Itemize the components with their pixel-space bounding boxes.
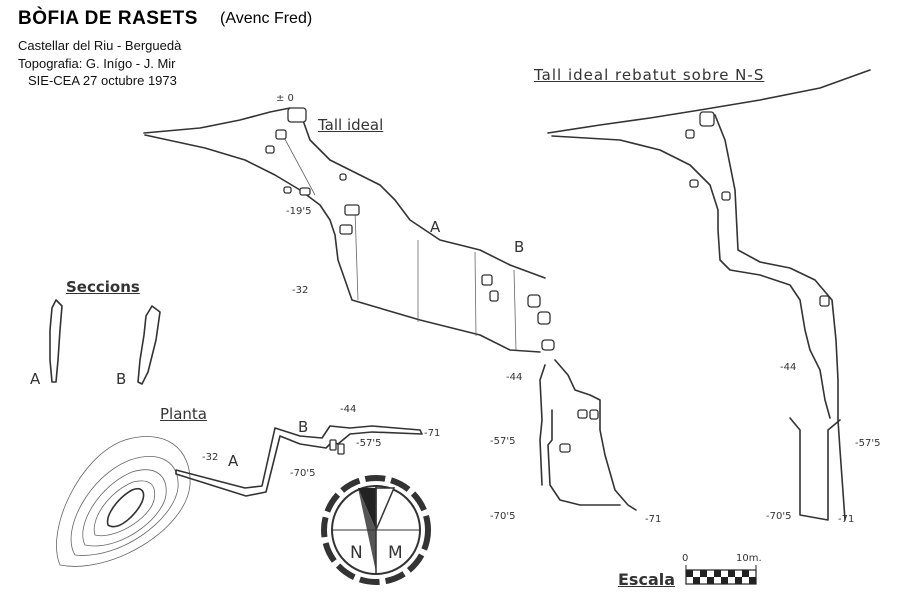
profile-upper-wall [299, 111, 546, 279]
depth-label: -71 [645, 514, 662, 525]
profile-lower-wall [144, 134, 541, 353]
plan-depth-label: -57'5 [356, 438, 382, 449]
plan-passage [175, 425, 423, 497]
section-a-shape [49, 299, 63, 383]
ns-profile-section [547, 69, 871, 521]
section-b-shape [137, 305, 161, 385]
section-b-label: B [116, 370, 127, 388]
plan-depth-label: -44 [340, 404, 357, 415]
ns-profile-heading: Tall ideal rebatut sobre N-S [534, 66, 765, 84]
profile-section-b-label: B [514, 238, 525, 256]
survey-subtitle: (Avenc Fred) [220, 10, 313, 27]
zero-depth-label: ± 0 [276, 93, 294, 104]
plan-heading: Planta [160, 405, 207, 423]
ns-depth-label: -57'5 [855, 438, 881, 449]
compass-n-label: N [350, 543, 363, 563]
survey-title: BÒFIA DE RASETS [18, 8, 198, 29]
plan-depth-label: -70'5 [290, 468, 316, 479]
ns-depth-label: -71 [838, 514, 855, 525]
ns-lower-wall [551, 135, 831, 419]
plan-depth-label: -71 [424, 428, 441, 439]
plan-section-a-label: A [228, 452, 239, 470]
ns-shaft [789, 417, 841, 521]
sections-heading: Seccions [66, 278, 140, 296]
ns-surface-line [547, 69, 871, 134]
cross-sections [49, 299, 161, 385]
profile-heading: Tall ideal [318, 116, 384, 134]
compass-rose [321, 475, 431, 585]
lower-shaft-right [554, 359, 637, 511]
lower-shaft-inner [547, 409, 621, 506]
profile-section [143, 107, 637, 511]
depth-label: -70'5 [490, 511, 516, 522]
plan-sinkhole [106, 487, 145, 528]
compass-m-label: M [388, 543, 403, 563]
ns-depth-label: -70'5 [766, 511, 792, 522]
section-a-label: A [30, 370, 41, 388]
plan-depth-label: -32 [202, 452, 219, 463]
location-text: Castellar del Riu - Berguedà [18, 38, 182, 53]
surface-line [143, 107, 291, 134]
lower-shaft-left [539, 364, 546, 486]
depth-label: -19'5 [286, 206, 312, 217]
depth-label: -32 [292, 285, 309, 296]
club-date: SIE-CEA 27 octubre 1973 [28, 73, 177, 88]
scale-start-label: 0 [682, 553, 689, 564]
ns-depth-label: -44 [780, 362, 797, 373]
profile-section-a-label: A [430, 218, 441, 236]
scale-heading: Escala [618, 570, 676, 589]
depth-label: -57'5 [490, 436, 516, 447]
scale-end-label: 10m. [736, 553, 762, 564]
ns-upper-wall [714, 114, 846, 521]
scale-bar [685, 565, 757, 585]
plan-view [56, 425, 423, 567]
depth-label: -44 [506, 372, 523, 383]
topography-credit: Topografia: G. Iníg­o - J. Mir [18, 56, 176, 71]
plan-section-b-label: B [298, 418, 309, 436]
